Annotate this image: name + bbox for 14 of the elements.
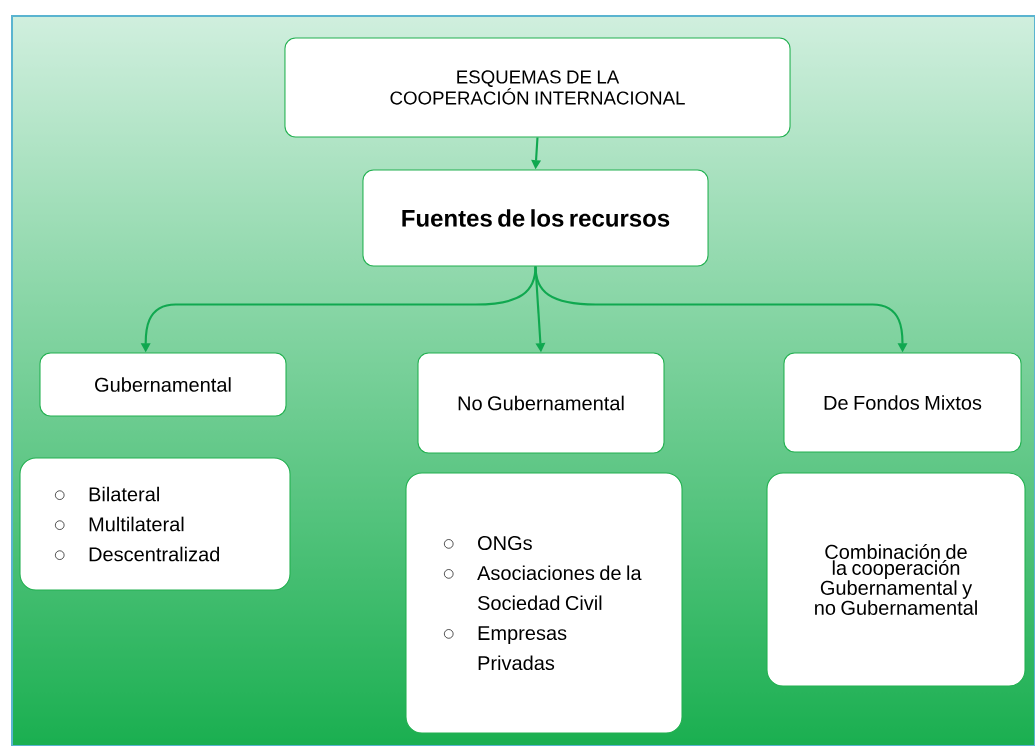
list-item: Empresas Privadas	[478, 626, 567, 671]
text-box: ESQUEMAS DE LA COOPERACIÓN INTERNACIONAL	[284, 37, 791, 138]
text-box: Gubernamental	[39, 352, 287, 417]
list-item: Multilateral	[89, 516, 184, 532]
list-item: Asociaciones de la Sociedad Civil	[477, 565, 642, 611]
list-item: Descentralizad	[89, 546, 220, 562]
list-item: Bilateral	[89, 486, 159, 502]
list-item: ONGs	[478, 535, 532, 551]
heading-box: Fuentes de los recursos	[362, 169, 709, 267]
list-box	[19, 457, 291, 591]
text-box: No Gubernamental	[417, 352, 665, 454]
text-box: Combinación de la cooperación Gubernamental y no Gubernamental	[766, 472, 1026, 687]
list-box	[405, 472, 683, 734]
text-box: De Fondos Mixtos	[783, 352, 1022, 453]
